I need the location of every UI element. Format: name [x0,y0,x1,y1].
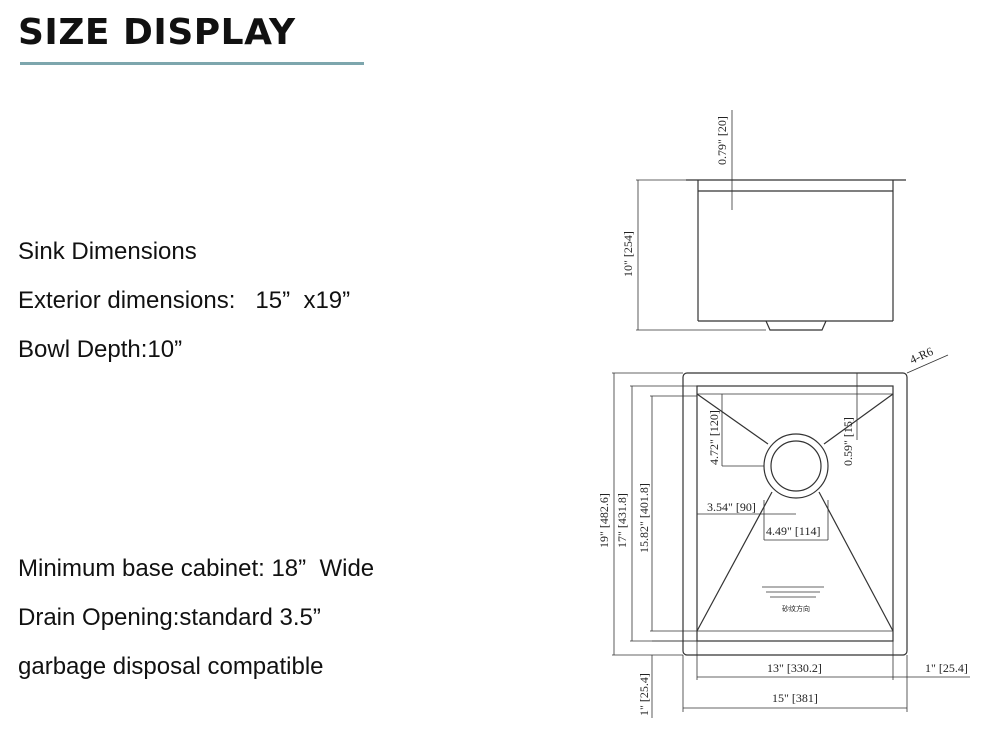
drain-vertical-offset-label: 4.72" [120] [707,410,721,465]
flange-bottom-label: 1" [25.4] [637,673,651,716]
overall-length-label: 19" [482.6] [597,493,611,548]
side-depth-dim-label: 10" [254] [621,231,635,277]
page-title: SIZE DISPLAY [18,12,296,53]
grain-direction-note: 砂纹方向 [782,604,810,613]
corner-radius-callout [906,354,949,374]
side-view [636,110,906,331]
top-drain-inner [770,440,822,492]
top-internal-dims [697,373,858,541]
side-drain-outlet [765,320,827,331]
drain-diameter-label: 4.49" [114] [766,524,820,538]
top-drain-outer [763,433,829,499]
spec-exterior-dimensions: Exterior dimensions: 15” x19” [18,287,351,314]
inner-length-label: 17" [431.8] [615,493,629,548]
flange-side-label: 1" [25.4] [925,661,968,675]
spec-drain-opening: Drain Opening:standard 3.5” [18,604,321,631]
drain-horizontal-offset-label: 3.54" [90] [707,500,756,514]
side-rim-dim-label: 0.79" [20] [715,116,729,165]
top-slope-top-right [823,393,894,445]
bottom-length-label: 15.82" [401.8] [637,483,651,553]
top-view [682,372,908,656]
top-slope-top-left [696,393,769,445]
title-underline [20,62,364,65]
top-inner-bowl [696,385,894,642]
top-vertical-dims [612,372,697,718]
spec-minimum-cabinet: Minimum base cabinet: 18” Wide [18,555,375,582]
spec-bowl-depth: Bowl Depth:10” [18,336,183,363]
spec-heading: Sink Dimensions [18,238,197,265]
overall-width-label: 15" [381] [772,691,818,705]
inner-width-label: 13" [330.2] [767,661,822,675]
edge-offset-label: 0.59" [15] [841,417,855,466]
spec-disposal-compatible: garbage disposal compatible [18,653,324,680]
top-outer-flange [682,372,908,656]
top-slope-bottom-left [696,491,773,632]
top-horizontal-dims [682,641,970,712]
top-slope-bottom-right [818,491,894,632]
corner-radius-label: 4-R6 [908,344,936,367]
